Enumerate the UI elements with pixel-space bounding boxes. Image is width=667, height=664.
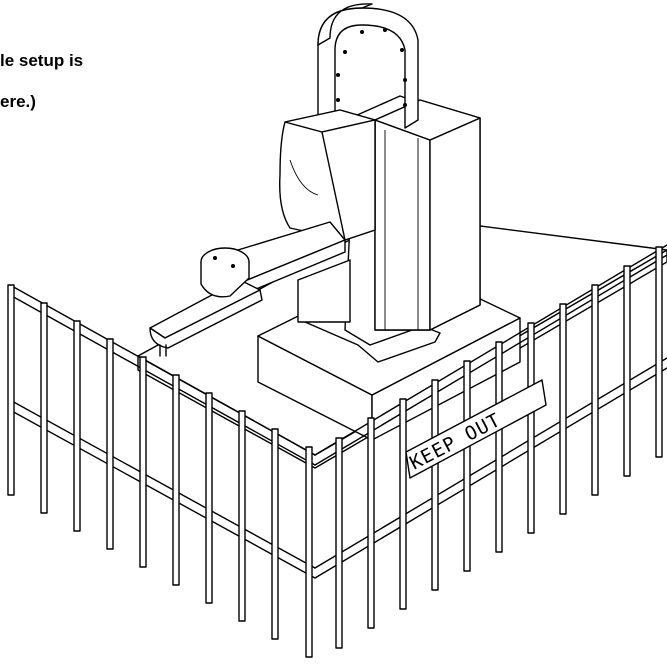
robot-forearm bbox=[149, 221, 346, 357]
fence-right bbox=[314, 244, 667, 649]
sign-text: KEEP OUT bbox=[406, 409, 504, 474]
caption-text: le setup is ere.) bbox=[0, 40, 83, 122]
robot-upper-arm bbox=[279, 109, 376, 323]
caption-line-2: ere.) bbox=[0, 92, 36, 111]
fence-left bbox=[7, 284, 316, 658]
caption-line-1: le setup is bbox=[0, 51, 84, 70]
